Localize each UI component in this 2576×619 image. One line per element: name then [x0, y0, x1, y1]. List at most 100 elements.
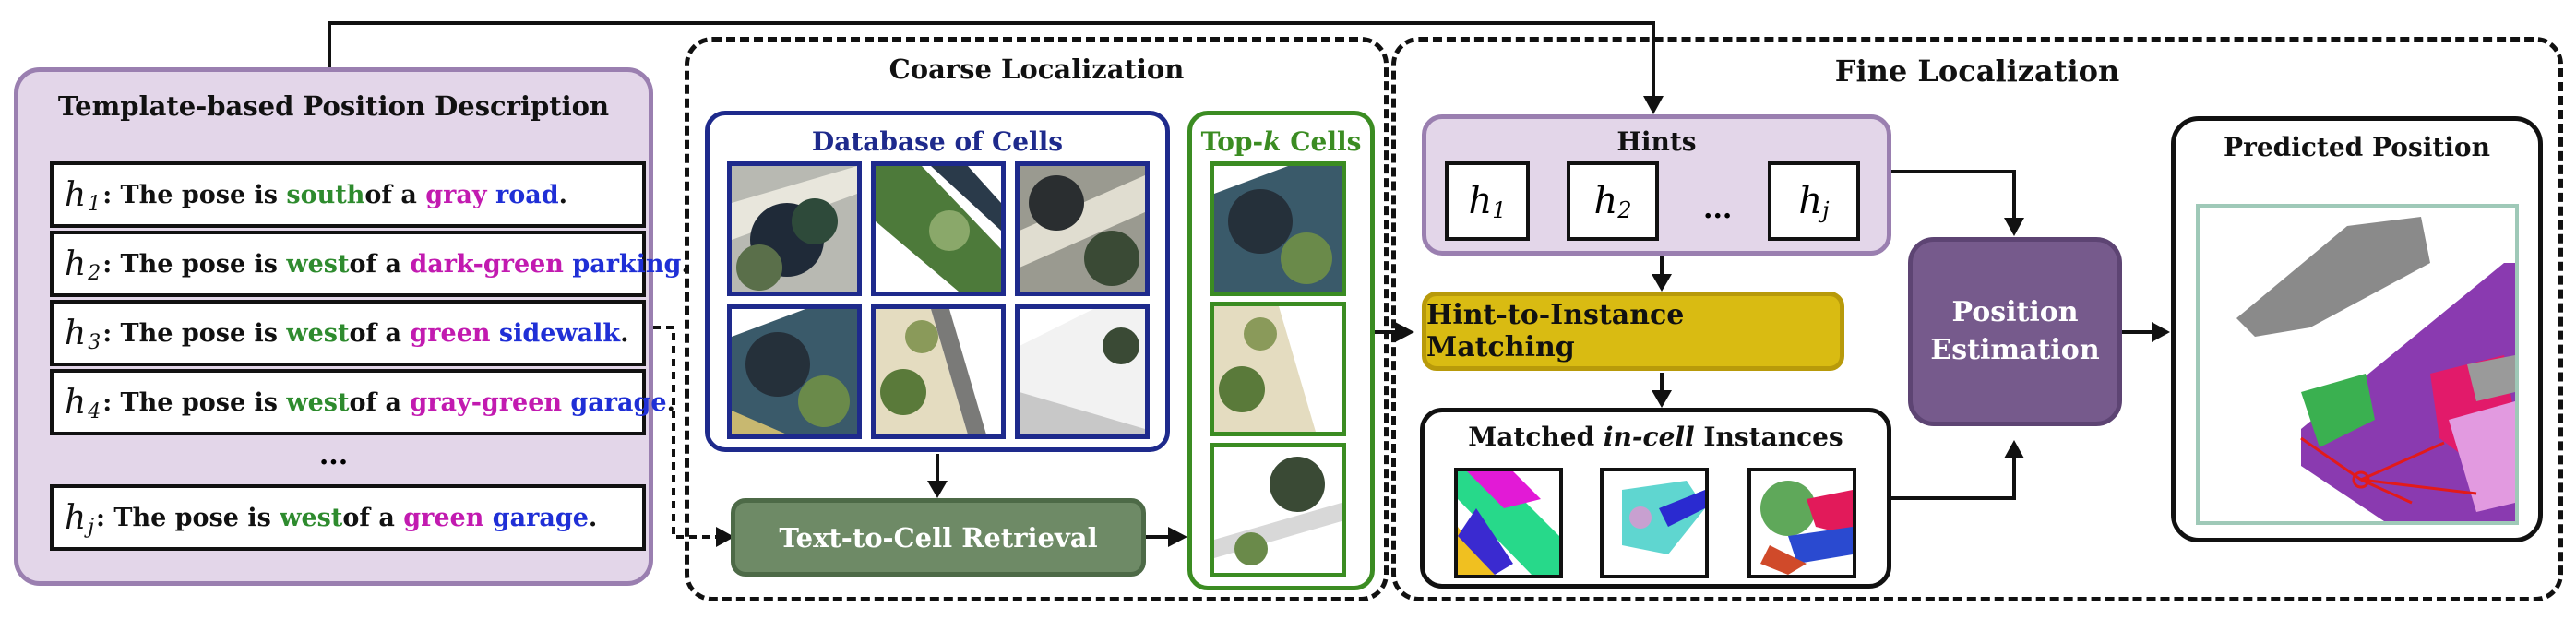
row-object: garage	[570, 387, 667, 417]
row-object: parking	[572, 249, 682, 279]
fine-localization-region	[1391, 37, 2563, 601]
hint-subscript: j	[1822, 197, 1830, 223]
row-object: sidewalk	[498, 318, 621, 348]
matched-instances-panel: Matched in-cell Instances	[1420, 408, 1891, 589]
coarse-localization-region	[685, 37, 1389, 601]
arrow-matched-to-pose	[1890, 455, 2016, 500]
row-direction: west	[286, 387, 350, 417]
row-object: garage	[492, 503, 589, 532]
hint-variable: h	[65, 175, 87, 214]
pose-line-1: Position	[1951, 296, 2079, 328]
top-k-cell-image	[1210, 302, 1346, 436]
row-mid: of a	[342, 503, 395, 532]
row-end: .	[666, 387, 675, 417]
hint-variable: h	[1593, 180, 1618, 222]
hint-subscript: j	[88, 515, 95, 539]
matched-title-emphasis: in-cell	[1603, 422, 1695, 452]
top-k-cell-image	[1210, 443, 1346, 577]
row-prefix: : The pose is	[102, 249, 278, 279]
database-cell-image	[1015, 304, 1150, 439]
database-title: Database of Cells	[811, 126, 1064, 157]
arrow-hints-to-pose	[1890, 170, 2016, 221]
top-k-title: Top-k Cells	[1192, 126, 1370, 157]
hint-subscript: 4	[88, 399, 101, 423]
arrow-description-to-retrieval	[653, 326, 720, 539]
row-color-word: dark-green	[410, 249, 564, 279]
row-direction: west	[280, 503, 343, 532]
row-prefix: : The pose is	[96, 503, 271, 532]
hint-subscript: 3	[88, 330, 101, 354]
predicted-position-panel: Predicted Position	[2171, 116, 2543, 542]
row-prefix: : The pose is	[102, 180, 278, 209]
coarse-localization-title: Coarse Localization	[888, 54, 1185, 85]
row-color-word: gray-green	[410, 387, 563, 417]
row-mid: of a	[349, 387, 402, 417]
top-k-cell-image	[1210, 161, 1346, 296]
hint-subscript: 2	[1617, 197, 1632, 223]
hint-variable: h	[65, 498, 87, 537]
row-mid: of a	[364, 180, 417, 209]
top-k-title-prefix: Top-	[1200, 126, 1264, 157]
matched-instance-image	[1454, 468, 1563, 578]
row-end: .	[620, 318, 629, 348]
matched-title-suffix: Instances	[1694, 422, 1843, 452]
database-cell-image	[727, 304, 862, 439]
top-k-title-k: k	[1263, 126, 1282, 157]
database-cell-image	[871, 304, 1006, 439]
hint-variable: h	[1468, 180, 1493, 222]
hints-ellipsis: ...	[1703, 193, 1733, 225]
matched-instance-image	[1747, 468, 1856, 578]
hint-variable: h	[65, 383, 87, 422]
hint-variable: h	[65, 244, 87, 283]
database-cell-image	[1015, 161, 1150, 296]
row-color-word: green	[403, 503, 484, 532]
row-mid: of a	[349, 318, 402, 348]
hint-subscript: 1	[1492, 197, 1507, 223]
text-to-cell-retrieval-block: Text-to-Cell Retrieval	[731, 498, 1146, 577]
row-prefix: : The pose is	[102, 318, 278, 348]
predicted-point-cloud	[2200, 208, 2515, 521]
fine-localization-title: Fine Localization	[1834, 54, 2120, 89]
row-direction: west	[286, 318, 350, 348]
row-direction: west	[286, 249, 350, 279]
description-title: Template-based Position Description	[57, 90, 610, 122]
pose-line-2: Estimation	[1930, 333, 2100, 366]
matched-title-prefix: Matched	[1468, 422, 1604, 452]
matched-instance-image	[1600, 468, 1709, 578]
row-direction: south	[286, 180, 365, 209]
row-color-word: gray	[425, 180, 487, 209]
database-cell-image	[727, 161, 862, 296]
hint-subscript: 1	[88, 192, 101, 216]
row-prefix: : The pose is	[102, 387, 278, 417]
top-k-title-suffix: Cells	[1281, 126, 1362, 157]
row-mid: of a	[349, 249, 402, 279]
arrow-description-to-hints	[328, 21, 1655, 103]
row-object: road	[495, 180, 559, 209]
hint-to-instance-matching-block: Hint-to-Instance Matching	[1422, 292, 1844, 371]
row-end: .	[588, 503, 598, 532]
hints-title: Hints	[1616, 126, 1697, 157]
predicted-position-plot	[2196, 204, 2519, 525]
description-ellipsis: ...	[318, 439, 349, 471]
database-cell-image	[871, 161, 1006, 296]
matched-instances-title: Matched in-cell Instances	[1425, 422, 1887, 452]
predicted-position-title: Predicted Position	[2224, 132, 2490, 162]
row-color-word: green	[410, 318, 491, 348]
hint-variable: h	[1798, 180, 1823, 222]
hint-variable: h	[65, 314, 87, 352]
row-end: .	[558, 180, 567, 209]
hint-subscript: 2	[88, 261, 101, 285]
